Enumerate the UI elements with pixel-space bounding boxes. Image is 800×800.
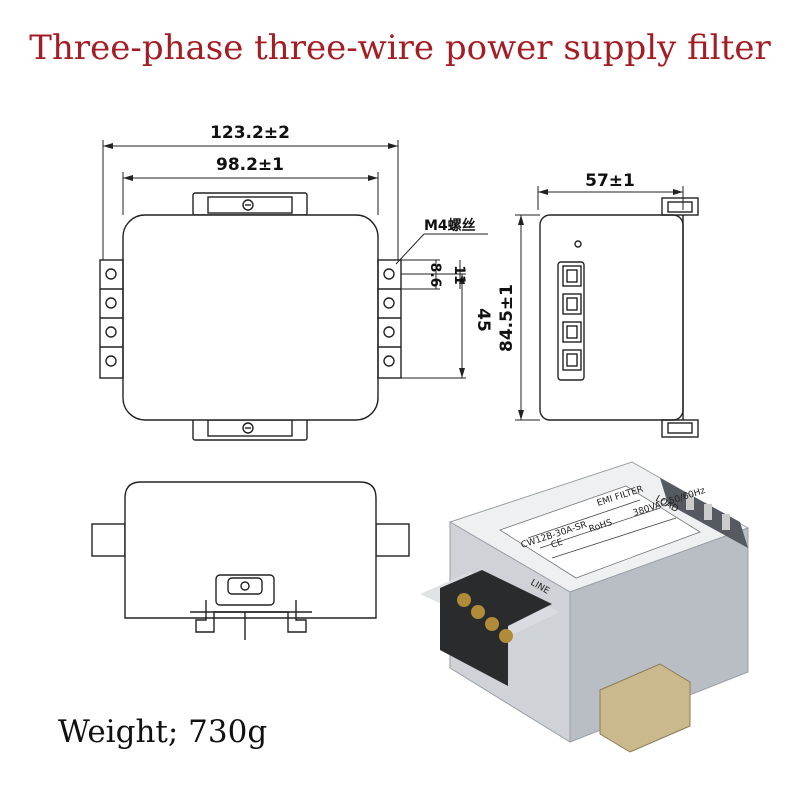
product-ce-label: CE — [550, 538, 565, 551]
weight-label: Weight; 730g — [58, 714, 268, 750]
depth-label: 57±1 — [585, 171, 635, 191]
top-view — [99, 140, 488, 441]
front-view — [91, 481, 410, 640]
side-view — [515, 186, 699, 438]
terminal-offset-label: 11 — [451, 265, 467, 284]
product-photo — [420, 461, 750, 753]
terminal-span-label: 45 — [473, 308, 493, 332]
screw-label: M4螺丝 — [424, 217, 476, 234]
page-title: Three-phase three-wire power supply filt… — [29, 28, 771, 68]
terminal-pitch-label: 8.6 — [427, 263, 443, 288]
overall-width-label: 123.2±2 — [210, 123, 290, 143]
body-width-label: 98.2±1 — [216, 155, 284, 175]
height-label: 84.5±1 — [497, 284, 517, 352]
